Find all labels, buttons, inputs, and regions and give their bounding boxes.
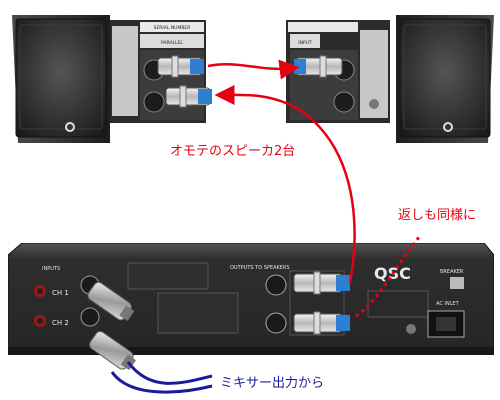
speakon-plug-right [294, 55, 343, 78]
right-speaker [396, 15, 496, 143]
mixer-cable-1 [126, 361, 213, 385]
speakon-plug-amp-out2 [293, 311, 350, 335]
speakon-plug-left-top [157, 55, 204, 78]
left-speaker [10, 15, 110, 143]
rear-same-label: 返しも同様に [398, 208, 477, 223]
amp-breaker-label: BREAKER [440, 269, 464, 275]
amp-outputs-title: OUTPUTS TO SPEAKERS [230, 265, 290, 271]
speakon-plug-left-bottom [165, 85, 212, 108]
mixer-cable-2 [110, 371, 213, 394]
panel-parallel-text: PARALLEL [161, 40, 183, 46]
amp-inputs-title: INPUTS [42, 266, 60, 272]
panel-serial-text: SERIAL NUMBER [154, 25, 191, 31]
left-speaker-panel: SERIAL NUMBER PARALLEL [110, 20, 206, 123]
from-mixer-label: ミキサー出力から [220, 376, 325, 391]
amp-ac-inlet-label: AC INLET [436, 301, 460, 307]
amp-to-speaker-arrow [214, 84, 356, 284]
front-speakers-label: オモテのスピーカ2台 [170, 144, 296, 159]
right-panel-input-text: INPUT [298, 40, 312, 46]
amp-ch1-label: CH 1 [52, 289, 69, 297]
rear-same-dotted-line [355, 235, 422, 318]
front-speaker-link-arrow [207, 59, 300, 80]
speakon-plug-amp-out1 [293, 271, 350, 295]
amp-ch2-label: CH 2 [52, 319, 69, 327]
xlr-plug-ch1 [87, 281, 135, 321]
